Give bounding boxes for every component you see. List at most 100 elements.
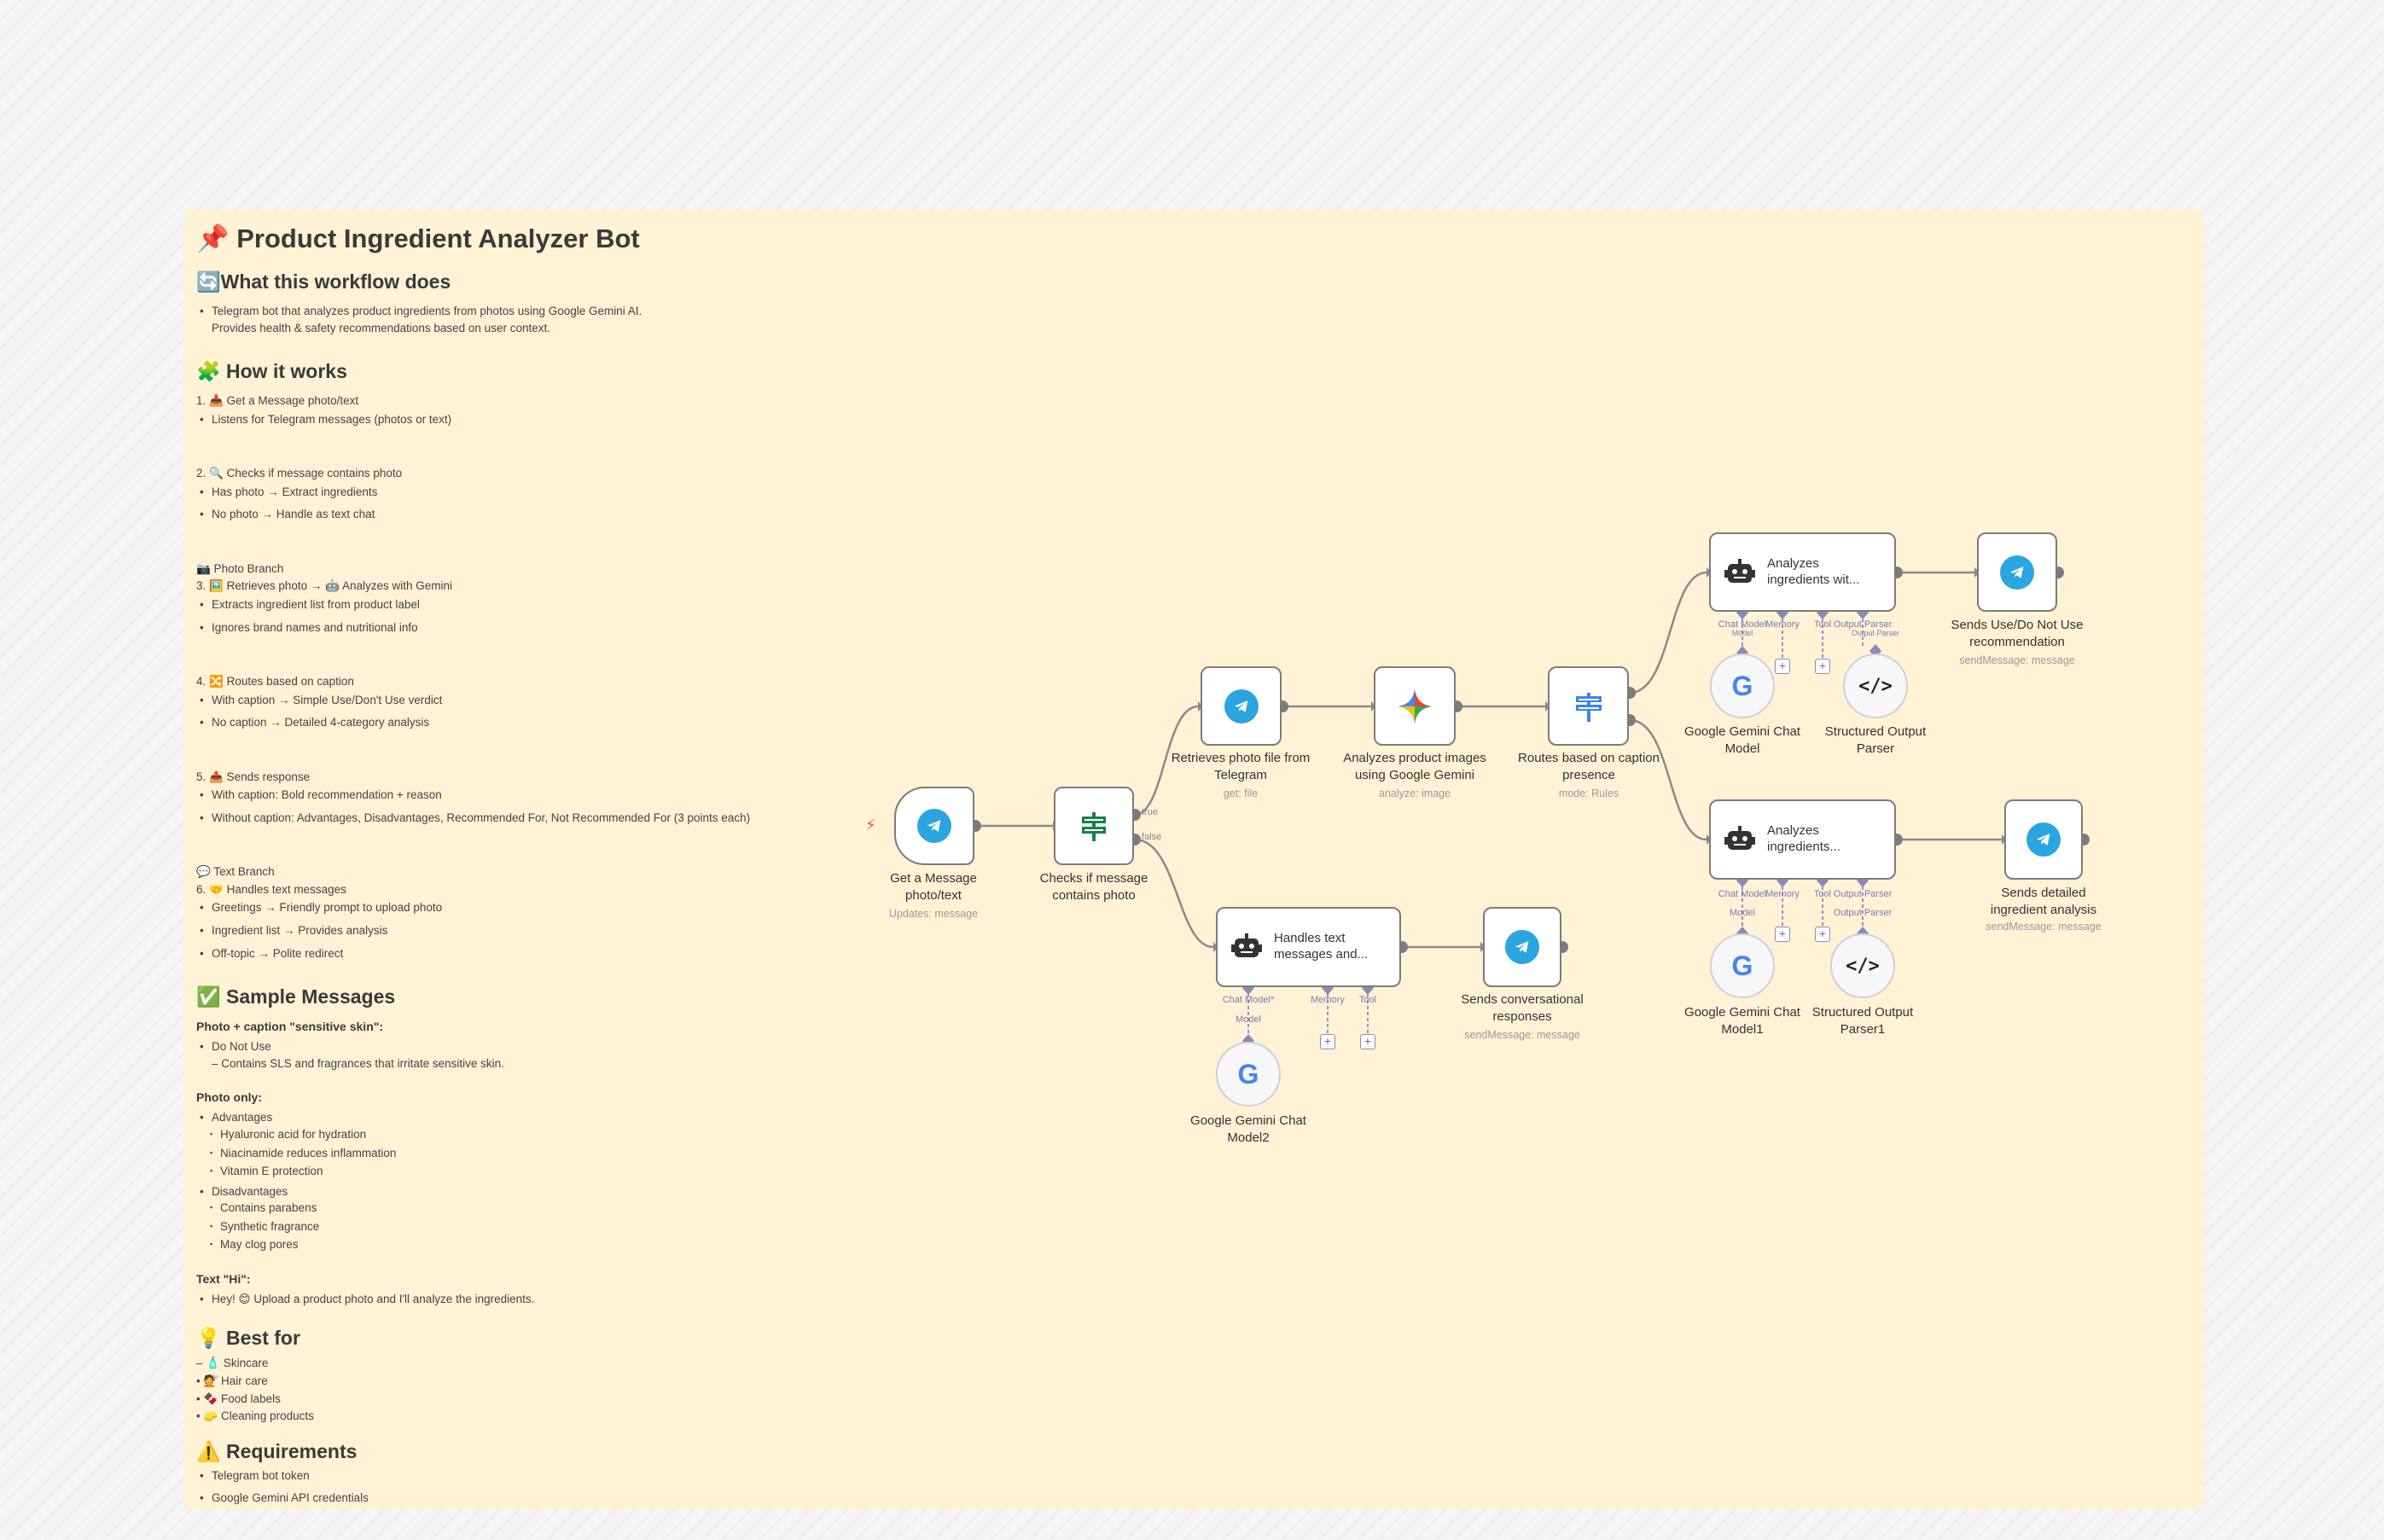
- telegram-icon: [1224, 689, 1259, 724]
- branch-title: 📷 Photo Branch: [196, 561, 284, 575]
- node-get-file[interactable]: [1201, 666, 1282, 746]
- telegram-icon: [2026, 822, 2061, 857]
- list-item: Telegram bot token: [196, 1468, 964, 1484]
- node-sublabel: sendMessage: message: [1986, 921, 2102, 933]
- port-label: Chat Model*: [1222, 995, 1275, 1005]
- sample-title: Photo + caption "sensitive skin":: [196, 1020, 384, 1033]
- step-title: 4. 🔀 Routes based on caption: [196, 675, 354, 689]
- add-tool-button[interactable]: +: [1815, 659, 1830, 674]
- port-label: Chat Model: [1718, 889, 1767, 899]
- req-list: Telegram bot token Google Gemini API cre…: [196, 1468, 964, 1506]
- list-item: No photo → Handle as text chat: [196, 507, 964, 522]
- list-item: Hyaluronic acid for hydration: [196, 1127, 964, 1142]
- port-label: Tool: [1358, 995, 1377, 1005]
- robot-icon: [1231, 933, 1262, 957]
- code-icon: </>: [1858, 675, 1893, 697]
- list-item: Has photo → Extract ingredients: [196, 485, 964, 500]
- branch-false-label: false: [1142, 832, 1162, 842]
- list-item: Greetings → Friendly prompt to upload ph…: [196, 900, 964, 915]
- list-item: No caption → Detailed 4-category analysi…: [196, 715, 964, 730]
- best-item: • 🍫 Food labels: [196, 1392, 281, 1405]
- node-gemini-analyze[interactable]: [1374, 666, 1456, 746]
- step-list: Has photo → Extract ingredients No photo…: [196, 485, 964, 522]
- add-tool-button[interactable]: +: [1815, 927, 1830, 942]
- sample-list: Hey! 😊 Upload a product photo and I'll a…: [196, 1292, 964, 1307]
- step-title: 3. 🖼️ Retrieves photo → 🤖 Analyzes with …: [196, 579, 452, 593]
- telegram-icon: [917, 809, 951, 843]
- step-list: Listens for Telegram messages (photos or…: [196, 412, 964, 427]
- list-item: Synthetic fragrance: [196, 1219, 964, 1235]
- step-title: 1. 📥 Get a Message photo/text: [196, 394, 359, 408]
- sample-list: Do Not Use – Contains SLS and fragrances…: [196, 1039, 964, 1071]
- port-label: Output Parser: [1833, 619, 1893, 630]
- node-send-2[interactable]: [2004, 799, 2083, 880]
- add-tool-button[interactable]: +: [1360, 1034, 1375, 1049]
- list-item: Google Gemini API credentials: [196, 1491, 964, 1506]
- what-line: Telegram bot that analyzes product ingre…: [196, 304, 964, 319]
- list-item: With caption → Simple Use/Don't Use verd…: [196, 693, 964, 708]
- node-switch[interactable]: [1548, 666, 1629, 746]
- list-item: Advantages: [196, 1110, 964, 1125]
- node-gemini-chat-1[interactable]: G: [1710, 654, 1775, 718]
- list-item: Off-topic → Polite redirect: [196, 946, 964, 962]
- node-gemini-chat-3[interactable]: G: [1216, 1042, 1281, 1107]
- list-item: Ingredient list → Provides analysis: [196, 923, 964, 939]
- node-get-message[interactable]: [894, 787, 974, 865]
- node-parser-1[interactable]: </>: [1843, 654, 1908, 718]
- sticky-note-content: 📌 Product Ingredient Analyzer Bot 🔄What …: [196, 222, 964, 1514]
- node-sublabel: analyze: image: [1378, 787, 1451, 799]
- sample-list: Advantages Hyaluronic acid for hydration…: [196, 1110, 964, 1252]
- google-icon: G: [1731, 950, 1753, 981]
- sticky-note[interactable]: 📌 Product Ingredient Analyzer Bot 🔄What …: [184, 210, 2205, 1510]
- node-send-1[interactable]: [1977, 532, 2057, 612]
- node-parser-2[interactable]: </>: [1830, 933, 1895, 998]
- best-item: • 🧽 Cleaning products: [196, 1409, 314, 1423]
- port-label: Output Parser: [1833, 889, 1893, 899]
- what-list: Telegram bot that analyzes product ingre…: [196, 304, 964, 335]
- sample-heading: ✅ Sample Messages: [196, 985, 396, 1008]
- port-label: Output Parser: [1851, 629, 1900, 637]
- add-memory-button[interactable]: +: [1775, 659, 1790, 674]
- add-memory-button[interactable]: +: [1320, 1034, 1335, 1049]
- req-heading: ⚠️ Requirements: [196, 1439, 358, 1462]
- sample-title: Text "Hi":: [196, 1271, 251, 1286]
- branch-title: 💬 Text Branch: [196, 865, 275, 879]
- list-item: Without caption: Advantages, Disadvantag…: [196, 811, 964, 826]
- add-memory-button[interactable]: +: [1775, 927, 1790, 942]
- node-sublabel: sendMessage: message: [1464, 1029, 1580, 1041]
- node-sublabel: sendMessage: message: [1959, 654, 2075, 666]
- list-item: Ignores brand names and nutritional info: [196, 620, 964, 636]
- robot-icon: [1724, 826, 1755, 850]
- node-sublabel: Updates: message: [888, 908, 979, 920]
- signpost-icon: [1575, 692, 1602, 722]
- telegram-icon: [2000, 555, 2034, 590]
- best-heading: 💡 Best for: [196, 1326, 300, 1349]
- step-list: With caption → Simple Use/Don't Use verd…: [196, 693, 964, 730]
- list-item: With caption: Bold recommendation + reas…: [196, 787, 964, 803]
- node-gemini-chat-2[interactable]: G: [1710, 933, 1775, 998]
- telegram-icon: [1505, 930, 1539, 964]
- branch-true-label: true: [1142, 807, 1158, 817]
- step-title: 5. 📤 Sends response: [196, 770, 311, 783]
- trigger-bolt-icon: ⚡: [865, 816, 876, 834]
- list-item: – Contains SLS and fragrances that irrit…: [212, 1056, 504, 1070]
- sample-title: Photo only:: [196, 1090, 262, 1105]
- signpost-icon: [1082, 812, 1106, 841]
- node-if-photo[interactable]: [1054, 787, 1134, 865]
- how-heading: 🧩 How it works: [196, 360, 347, 383]
- node-send-3[interactable]: [1483, 907, 1561, 987]
- list-item: Vitamin E protection: [196, 1164, 964, 1179]
- step-list: With caption: Bold recommendation + reas…: [196, 787, 964, 825]
- node-sublabel: mode: Rules: [1558, 787, 1619, 799]
